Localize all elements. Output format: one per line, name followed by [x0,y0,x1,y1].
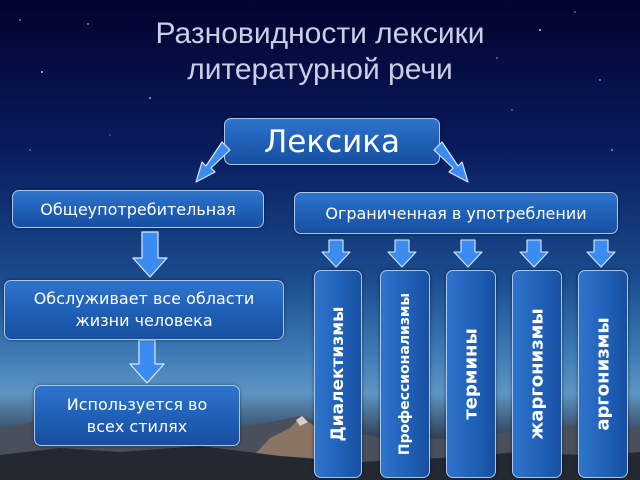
type-argotisms-label: аргонизмы [592,317,614,431]
branch-common-label: Общеупотребительная [40,199,236,219]
arrow-root-to-limited [433,141,469,183]
type-jargonisms: жаргонизмы [512,270,562,478]
arrow-common-to-serves [132,231,168,278]
branch-limited-label: Ограниченная в употреблении [325,203,587,223]
arrow-to-terms [453,239,483,268]
type-professionalisms-label: Профессионализмы [397,292,413,456]
type-jargonisms-label: жаргонизмы [526,308,548,440]
branch-common-usage: Общеупотребительная [12,190,264,228]
arrow-to-argotisms [586,239,616,268]
type-argotisms: аргонизмы [578,270,628,478]
title-line-2: литературной речи [187,53,453,86]
node-serves-line-2: жизни человека [75,311,213,330]
node-used-line-2: всех стилях [86,416,188,436]
node-used-line-1: Используется во [66,394,208,414]
arrow-serves-to-used [129,339,165,384]
type-terms: термины [446,270,496,478]
arrow-root-to-common [195,141,231,183]
node-serves-line-1: Обслуживает все области [33,289,255,308]
arrow-to-dialectisms [321,239,351,268]
type-dialectisms: Диалектизмы [314,270,362,478]
type-terms-label: термины [460,328,482,420]
arrow-to-professionalisms [387,239,417,268]
node-serves-all-areas: Обслуживает все области жизни человека [4,280,284,340]
root-node-label: Лексика [263,123,401,160]
arrow-to-jargonisms [519,239,549,268]
root-node-lexika: Лексика [224,118,440,165]
type-dialectisms-label: Диалектизмы [328,306,348,442]
branch-limited-usage: Ограниченная в употреблении [294,192,618,234]
title-line-1: Разновидности лексики [155,17,485,50]
page-title: Разновидности лексики литературной речи [0,16,640,88]
type-professionalisms: Профессионализмы [380,270,430,478]
node-used-in-all-styles: Используется во всех стилях [34,385,240,446]
